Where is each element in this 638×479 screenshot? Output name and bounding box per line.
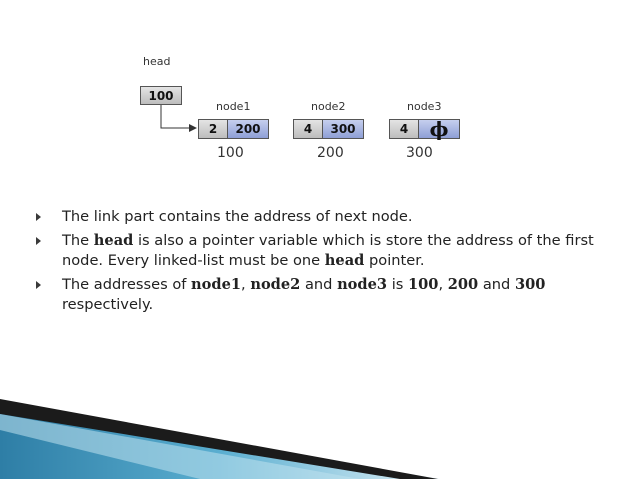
node2-data-box: 4 <box>293 119 323 139</box>
triangle-bullet-icon <box>36 237 41 245</box>
triangle-bullet-icon <box>36 281 41 289</box>
bullet-text: and <box>300 276 338 293</box>
bullet-item: The addresses of node1, node2 and node3 … <box>36 275 606 315</box>
bullet-text: respectively. <box>62 296 154 313</box>
head-pointer-box: 100 <box>140 86 182 105</box>
keyword-node1: node1 <box>191 276 242 293</box>
bullet-item: The link part contains the address of ne… <box>36 207 606 227</box>
node2-label: node2 <box>311 100 346 113</box>
bullet-text: , <box>438 276 448 293</box>
node3-next-box: ϕ <box>418 117 460 141</box>
keyword-300: 300 <box>514 276 546 293</box>
keyword-100: 100 <box>408 276 439 293</box>
node1-data-box: 2 <box>198 119 228 139</box>
triangle-bullet-icon <box>36 213 41 221</box>
bullet-text: is <box>387 276 408 293</box>
bullet-text: , <box>241 276 251 293</box>
bullet-text: is also a pointer variable which is stor… <box>62 232 594 269</box>
bullet-item: The head is also a pointer variable whic… <box>36 231 606 271</box>
node2-address: 200 <box>317 145 344 161</box>
bullet-list: The link part contains the address of ne… <box>36 207 606 319</box>
bullet-text: The addresses of <box>62 276 192 293</box>
keyword-node2: node2 <box>250 276 301 293</box>
node3-address: 300 <box>406 145 433 161</box>
node3-label: node3 <box>407 100 442 113</box>
node1-next-box: 200 <box>227 119 269 139</box>
node1-address: 100 <box>217 145 244 161</box>
keyword-200: 200 <box>447 276 479 293</box>
head-label: head <box>143 55 171 68</box>
bullet-text: pointer. <box>364 252 425 269</box>
bullet-text: and <box>478 276 515 293</box>
keyword-head: head <box>93 232 134 249</box>
node1-label: node1 <box>216 100 251 113</box>
keyword-head: head <box>324 252 365 269</box>
node2-next-box: 300 <box>322 119 364 139</box>
swoosh-dark <box>0 399 438 479</box>
bullet-text: The <box>62 232 94 249</box>
bullet-text: The link part contains the address of ne… <box>62 208 413 225</box>
keyword-node3: node3 <box>337 276 388 293</box>
swoosh-light <box>0 414 360 479</box>
